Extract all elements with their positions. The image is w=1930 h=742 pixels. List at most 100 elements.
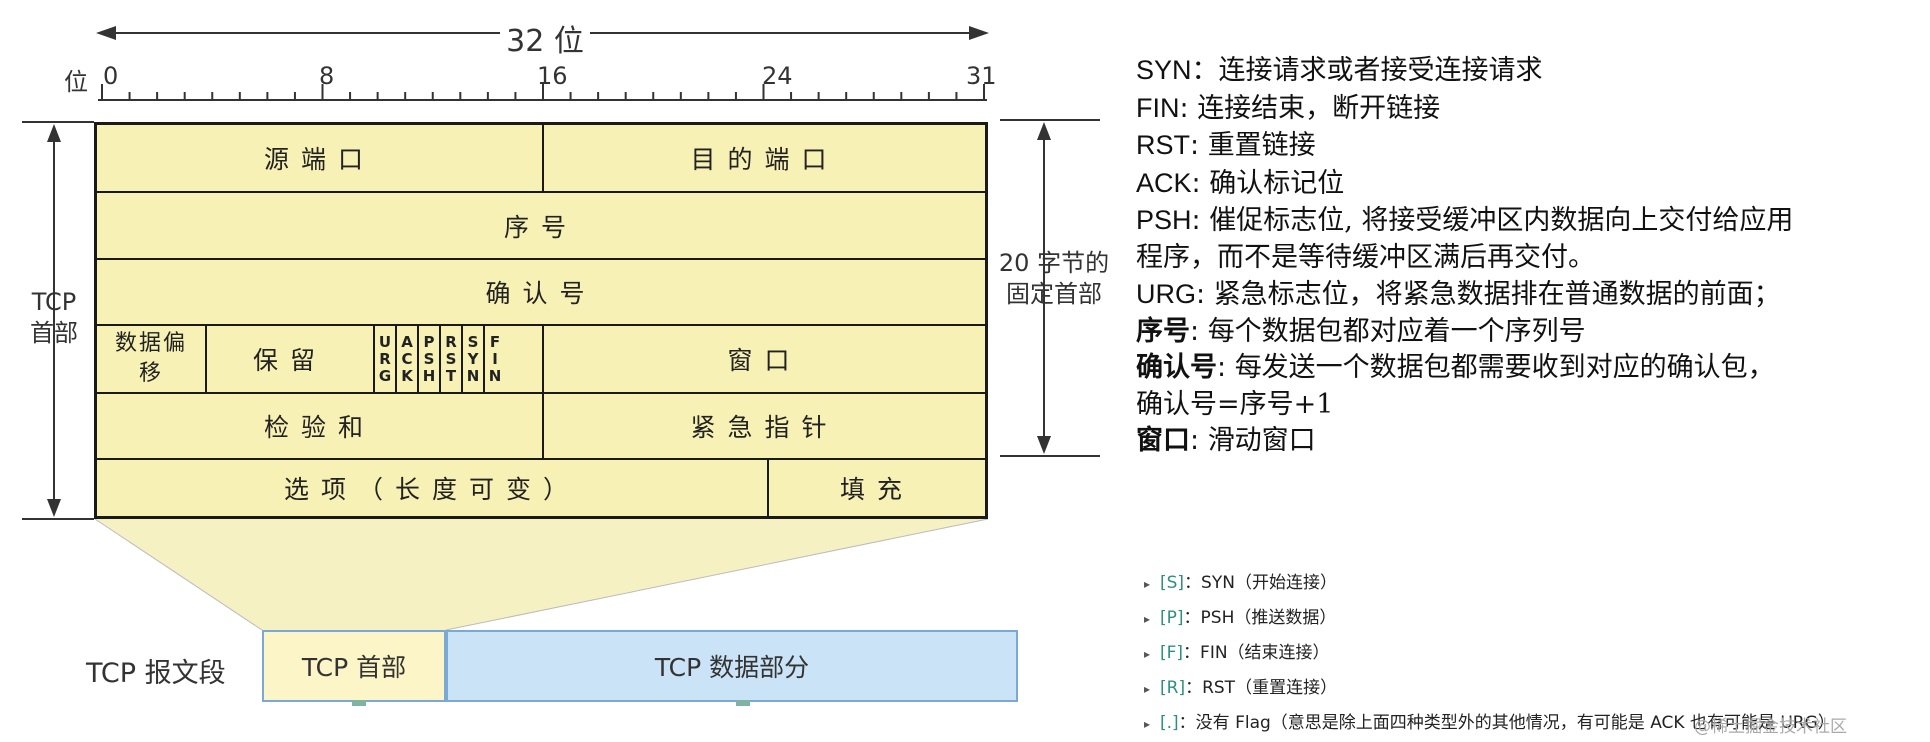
- field-reserved: 保留: [252, 346, 327, 375]
- note-key: PSH: [1136, 205, 1192, 235]
- flag-list-item: ▸ [S]：SYN（开始连接）: [1144, 566, 1924, 601]
- col-divider: [542, 125, 544, 191]
- field-options: 选项（长度可变）: [283, 475, 580, 504]
- right-arrow-bottom-head: [1037, 436, 1051, 454]
- flag-description: ：PSH（推送数据）: [1183, 608, 1337, 628]
- field-sequence-number: 序号: [503, 212, 578, 242]
- watermark: @稀土掘金技术社区: [1694, 717, 1847, 737]
- note-text: 程序，而不是等待缓冲区满后再交付。: [1136, 241, 1595, 273]
- row-divider: [97, 258, 985, 260]
- bullet-icon: ▸: [1144, 717, 1151, 731]
- col-divider: [205, 324, 207, 392]
- bit-pos-31: 31: [966, 62, 997, 90]
- bit-word-label: 位: [64, 68, 88, 96]
- note-key: FIN: [1136, 92, 1180, 123]
- row-divider: [97, 324, 985, 326]
- field-dst-port: 目的端口: [690, 145, 839, 174]
- note-line: PSH: 催促标志位, 将接受缓冲区内数据向上交付给应用: [1136, 205, 1794, 236]
- note-key: RST: [1136, 130, 1190, 160]
- row-divider: [97, 392, 985, 394]
- flag-description: ：RST（重置连接）: [1185, 678, 1338, 698]
- note-text: 每发送一个数据包都需要收到对应的确认包，: [1234, 352, 1775, 383]
- note-text: 滑动窗口: [1207, 425, 1316, 456]
- ruler-ticks: [101, 84, 985, 100]
- fixed-header-size-label: 20 字节的固定首部: [998, 249, 1110, 308]
- funnel-left-edge: [94, 518, 263, 631]
- col-divider: [373, 324, 375, 392]
- note-line: 序号: 每个数据包都对应着一个序列号: [1136, 315, 1586, 347]
- bullet-icon: ▸: [1144, 647, 1151, 661]
- field-urgent-pointer: 紧急指针: [690, 413, 839, 442]
- note-line: SYN：连接请求或者接受连接请求: [1136, 55, 1543, 86]
- bit-pos-0: 0: [103, 62, 119, 90]
- col-divider: [767, 458, 769, 516]
- bullet-icon: ▸: [1144, 577, 1151, 591]
- note-key: URG: [1136, 279, 1196, 309]
- col-divider: [417, 324, 419, 392]
- flag-code: [S]: [1160, 573, 1185, 593]
- note-text: 连接结束，断开链接: [1197, 92, 1441, 124]
- width-arrow-right-head: [969, 26, 989, 40]
- field-data-offset: 数据偏移: [114, 331, 187, 386]
- col-divider: [542, 324, 544, 392]
- note-line: 程序，而不是等待缓冲区满后再交付。: [1136, 240, 1916, 277]
- col-divider: [395, 324, 397, 392]
- col-divider: [461, 324, 463, 392]
- field-window: 窗口: [727, 346, 802, 375]
- note-key: 窗口: [1136, 425, 1190, 456]
- flag-list-item: ▸[F]：FIN（结束连接）: [1144, 636, 1924, 671]
- flag-list-item: ▸ [R]：RST（重置连接）: [1144, 671, 1924, 706]
- flag-description: ：没有 Flag（意思是除上面四种类型外的其他情况，有可能是 ACK 也有可能是…: [1178, 713, 1835, 733]
- note-key: ACK: [1136, 167, 1192, 198]
- funnel-right-edge: [445, 518, 989, 631]
- segment-marker: [352, 700, 366, 706]
- row-divider: [97, 458, 985, 460]
- col-divider: [439, 324, 441, 392]
- bit-pos-24: 24: [762, 62, 793, 90]
- note-text: 确认号=序号+1: [1136, 388, 1334, 420]
- flag-code: [F]: [1160, 643, 1184, 663]
- expansion-funnel: [95, 519, 988, 630]
- note-line: 确认号=序号+1: [1136, 387, 1916, 424]
- bullet-icon: ▸: [1144, 682, 1151, 696]
- note-line: FIN: 连接结束，断开链接: [1136, 92, 1441, 124]
- tcp-segment-label: TCP 报文段: [86, 658, 226, 689]
- left-arrow-bottom-head: [47, 499, 61, 517]
- width-label: 32 位: [500, 16, 590, 60]
- col-divider: [483, 324, 485, 392]
- segment-header-part: TCP 首部: [262, 630, 446, 702]
- note-line: URG: 紧急标志位，将紧急数据排在普通数据的前面；: [1136, 279, 1781, 310]
- note-text: 紧急标志位，将紧急数据排在普通数据的前面；: [1213, 279, 1781, 310]
- note-text: 重置链接: [1207, 130, 1316, 161]
- flag-code: [R]: [1160, 678, 1186, 698]
- note-line: 确认号: 每发送一个数据包都需要收到对应的确认包，: [1136, 352, 1775, 383]
- note-line: 窗口: 滑动窗口: [1136, 425, 1316, 456]
- right-arrow-top-head: [1037, 122, 1051, 140]
- row-divider: [97, 191, 985, 193]
- note-line: RST: 重置链接: [1136, 130, 1316, 161]
- note-line: ACK: 确认标记位: [1136, 167, 1345, 199]
- field-ack-number: 确认号: [485, 279, 597, 308]
- note-key: 确认号: [1136, 352, 1217, 383]
- tcpdump-flag-list: ▸[S]：SYN（开始连接）▸[P]：PSH（推送数据）▸[F]：FIN（结束连…: [1144, 566, 1924, 741]
- note-text: 确认标记位: [1209, 167, 1345, 199]
- tcp-header-side-label: TCP首部: [30, 288, 78, 347]
- flag-description: ：SYN（开始连接）: [1184, 573, 1337, 593]
- left-arrow-top-head: [47, 124, 61, 142]
- note-key: SYN: [1136, 55, 1192, 85]
- note-key: 序号: [1136, 315, 1190, 347]
- flag-list-item: ▸[.]：没有 Flag（意思是除上面四种类型外的其他情况，有可能是 ACK 也…: [1144, 706, 1924, 741]
- segment-data-part: TCP 数据部分: [446, 630, 1018, 702]
- col-divider: [542, 392, 544, 458]
- flag-list-item: ▸[P]：PSH（推送数据）: [1144, 601, 1924, 636]
- note-text: 催促标志位, 将接受缓冲区内数据向上交付给应用: [1209, 205, 1794, 236]
- flag-code: [P]: [1160, 608, 1184, 628]
